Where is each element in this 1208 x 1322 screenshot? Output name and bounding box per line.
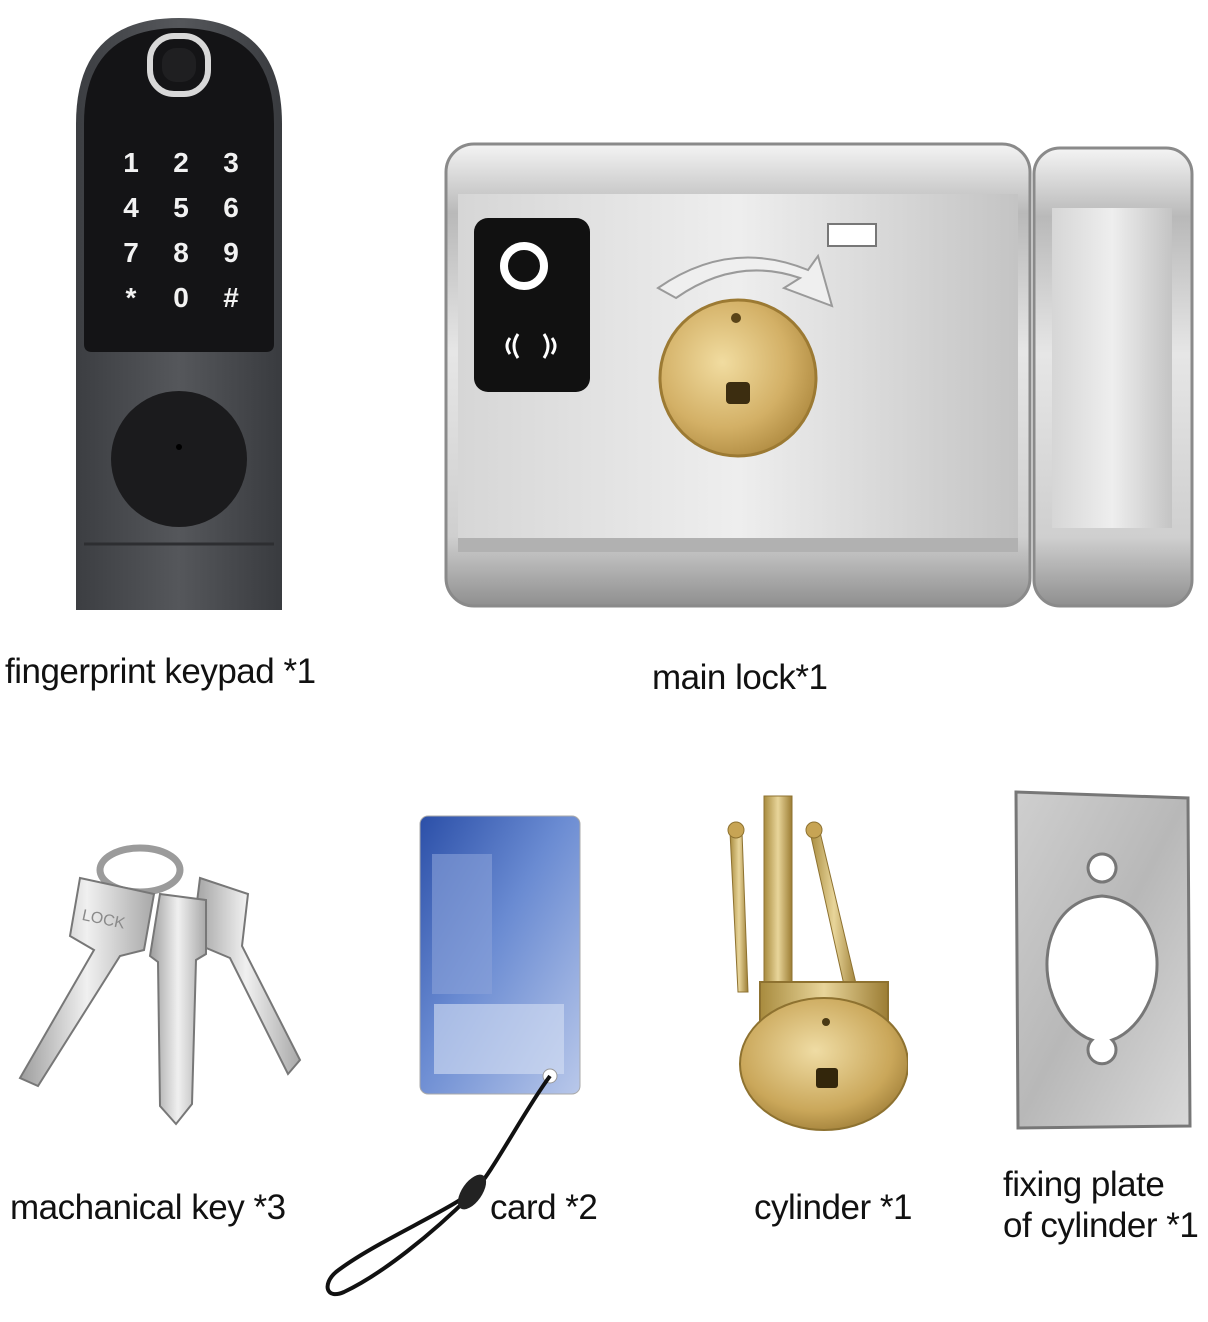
fingerprint-keypad-label: fingerprint keypad *1 [5, 652, 316, 691]
key-middle [148, 892, 207, 1126]
key-9: 9 [223, 237, 239, 268]
cylinder-image [718, 792, 908, 1132]
key-8: 8 [173, 237, 189, 268]
main-lock-label: main lock*1 [652, 658, 828, 697]
rotation-arrow [656, 253, 834, 308]
key-3: 3 [223, 147, 239, 178]
card-label: card *2 [490, 1188, 598, 1227]
fixing-plate-label-line2: of cylinder *1 [1003, 1206, 1199, 1245]
cylinder-tailpiece [763, 795, 793, 987]
fixing-plate-label-line1: fixing plate [1003, 1165, 1165, 1204]
key-7: 7 [123, 237, 139, 268]
key-4: 4 [123, 192, 139, 223]
card-lanyard [325, 1074, 552, 1296]
key-5: 5 [173, 192, 189, 223]
key-0: 0 [173, 282, 189, 313]
lock-cylinder-face [658, 298, 818, 458]
key-1: 1 [123, 147, 139, 178]
key-6: 6 [223, 192, 239, 223]
fingerprint-keypad-image: 1 2 3 4 5 6 7 8 9 * 0 # [66, 14, 292, 624]
key-right [190, 876, 302, 1076]
cylinder-screw-left [729, 831, 749, 993]
fingerprint-sensor-ring [147, 33, 211, 97]
speaker-grille [111, 391, 247, 527]
key-star: * [125, 282, 137, 313]
mechanical-keys-image: LOCK [10, 838, 310, 1138]
keypad-face [84, 28, 274, 352]
key-left [18, 876, 156, 1088]
plate-cutout [1045, 852, 1159, 1066]
keypad-grid: 1 2 3 4 5 6 7 8 9 * 0 # [106, 144, 256, 317]
main-lock-image [440, 138, 1200, 616]
cylinder-face [739, 997, 908, 1131]
mechanical-key-label: machanical key *3 [10, 1188, 286, 1227]
key-2: 2 [173, 147, 189, 178]
cylinder-screw-right [809, 831, 859, 995]
fixing-plate-image [1012, 790, 1192, 1130]
cylinder-label: cylinder *1 [754, 1188, 912, 1227]
rfid-card-image [322, 814, 584, 1300]
key-hash: # [223, 282, 239, 313]
